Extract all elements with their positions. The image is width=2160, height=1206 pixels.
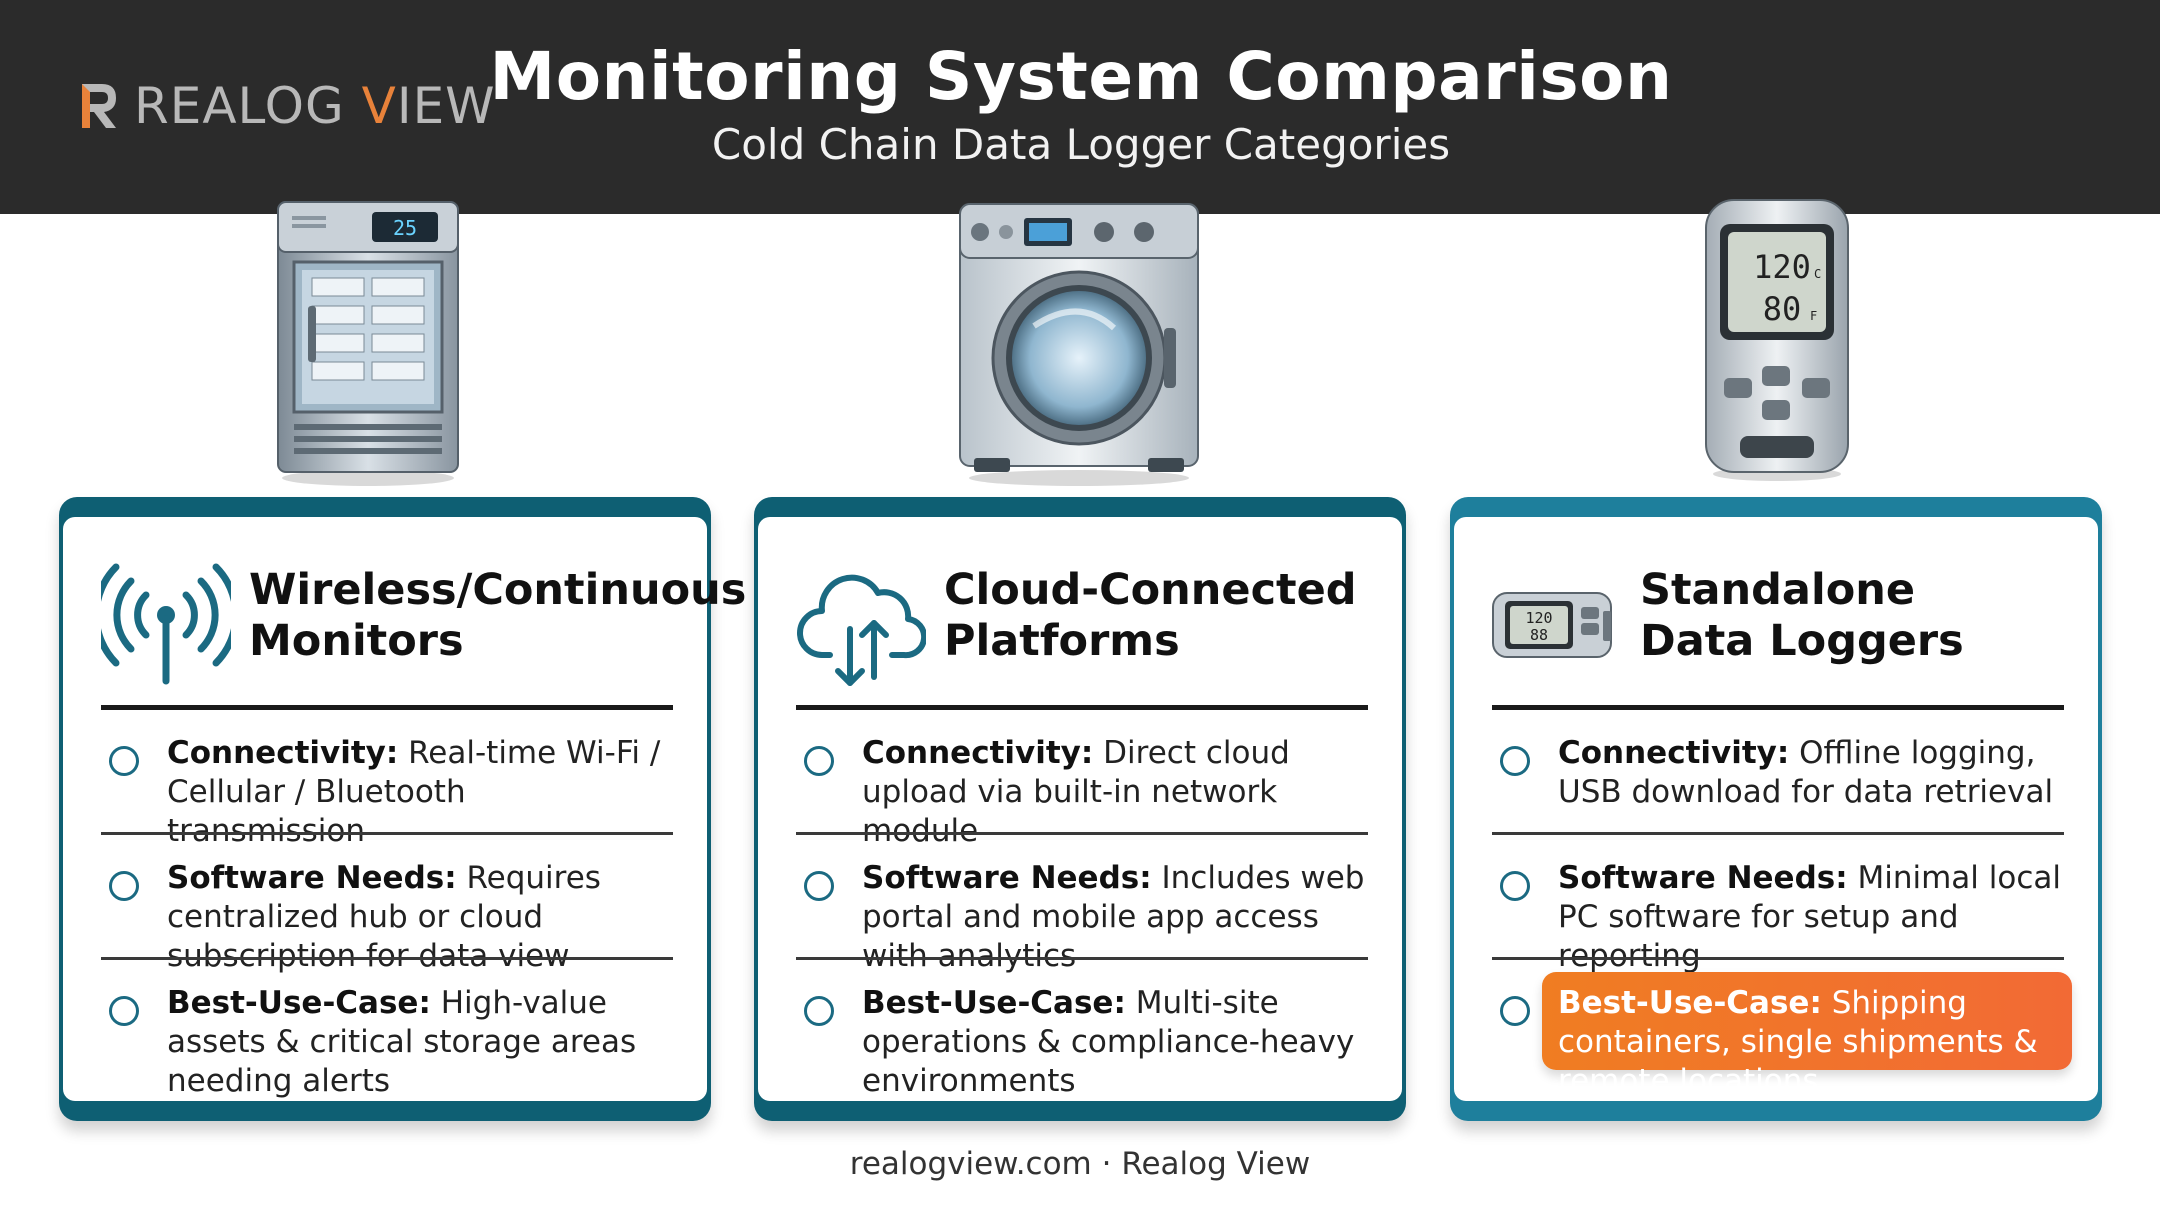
title-divider xyxy=(796,705,1368,710)
row-software-needs: Software Needs: Includes web portal and … xyxy=(796,835,1368,974)
radio-bullet[interactable] xyxy=(804,746,834,776)
mini-logger-second: 88 xyxy=(1530,626,1548,644)
row-best-use-case: Best-Use-Case: Multi-site operations & c… xyxy=(796,960,1368,1099)
card-wireless-monitors: Wireless/Continuous Monitors Connectivit… xyxy=(59,497,747,1121)
card-title: Wireless/Continuous Monitors xyxy=(249,565,747,666)
title-divider xyxy=(1492,705,2064,710)
logger-second-display: 80 xyxy=(1763,290,1802,328)
card-title: Cloud-Connected Platforms xyxy=(944,565,1357,666)
row-connectivity: Connectivity: Real-time Wi-Fi / Cellular… xyxy=(101,710,673,849)
refrigerator-illustration: 25 xyxy=(277,201,459,486)
radio-bullet[interactable] xyxy=(1500,746,1530,776)
page-title: Monitoring System Comparison xyxy=(489,38,1673,115)
radio-bullet[interactable] xyxy=(109,996,139,1026)
row-software-needs: Software Needs: Minimal local PC softwar… xyxy=(1492,835,2064,974)
handheld-logger-illustration: 120 C 80 F xyxy=(1705,199,1849,481)
page-subtitle: Cold Chain Data Logger Categories xyxy=(711,120,1451,169)
row-connectivity: Connectivity: Offline logging, USB downl… xyxy=(1492,710,2064,835)
row-best-use-case: Best-Use-Case: High-value assets & criti… xyxy=(101,960,673,1099)
title-divider xyxy=(101,705,673,710)
logger-temp-display: 120 xyxy=(1753,248,1811,286)
brand-logo[interactable]: REALOG VIEW xyxy=(78,76,496,136)
footer-text: realogview.com · Realog View xyxy=(849,1146,1311,1182)
card-cloud-platforms: Cloud-Connected Platforms Connectivity: … xyxy=(754,497,1406,1121)
mini-logger-temp: 120 xyxy=(1525,609,1552,627)
logo-icon xyxy=(82,84,116,128)
card-body: Wireless/Continuous Monitors Connectivit… xyxy=(63,517,747,1101)
data-logger-device-icon: 120 88 xyxy=(1492,592,1612,658)
row-best-use-case-highlighted: Best-Use-Case: Shipping containers, sing… xyxy=(1492,960,2072,1099)
brand-name: REALOG VIEW xyxy=(134,77,496,135)
highlight-box xyxy=(1542,972,2072,1070)
radio-bullet[interactable] xyxy=(1500,996,1530,1026)
logger-second-unit: F xyxy=(1810,309,1817,323)
radio-bullet[interactable] xyxy=(1500,871,1530,901)
radio-bullet[interactable] xyxy=(804,871,834,901)
row-software-needs: Software Needs: Requires centralized hub… xyxy=(101,835,673,974)
logger-temp-unit: C xyxy=(1814,267,1821,281)
card-title: Standalone Data Loggers xyxy=(1640,565,1964,666)
washing-machine-illustration xyxy=(959,203,1199,486)
row-connectivity: Connectivity: Direct cloud upload via bu… xyxy=(796,710,1368,849)
wireless-antenna-icon xyxy=(101,563,231,685)
radio-bullet[interactable] xyxy=(804,996,834,1026)
radio-bullet[interactable] xyxy=(109,871,139,901)
fridge-display: 25 xyxy=(393,216,417,240)
card-body: Cloud-Connected Platforms Connectivity: … xyxy=(758,517,1402,1101)
header-bar: REALOG VIEW Monitoring System Comparison… xyxy=(0,0,2160,214)
card-standalone-loggers: 120 88 Standalone Data Loggers Connectiv… xyxy=(1450,497,2102,1121)
radio-bullet[interactable] xyxy=(109,746,139,776)
cloud-upload-download-icon xyxy=(797,574,926,686)
card-body: 120 88 Standalone Data Loggers Connectiv… xyxy=(1454,517,2098,1101)
